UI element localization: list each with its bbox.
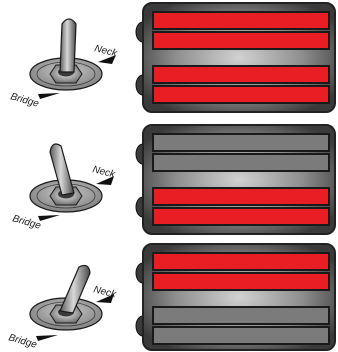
bridge-pickup-coil-bottom bbox=[152, 85, 330, 104]
switch-lever bbox=[49, 143, 75, 196]
neck-arrow-icon bbox=[98, 55, 116, 64]
neck-label: Neck bbox=[91, 164, 117, 180]
pickup-frame bbox=[135, 124, 336, 235]
bridge-pickup-coil-bottom bbox=[152, 326, 330, 345]
neck-label: Neck bbox=[93, 43, 119, 59]
panel-1: Neck Bridge bbox=[9, 2, 336, 113]
neck-pickup-coil-bottom bbox=[152, 31, 330, 50]
pickup-frame bbox=[135, 243, 336, 351]
bridge-label: Bridge bbox=[11, 213, 42, 232]
switch-lever bbox=[59, 18, 77, 73]
neck-arrow-icon bbox=[96, 294, 114, 303]
neck-pickup-coil-bottom bbox=[152, 272, 330, 291]
bridge-arrow-icon bbox=[38, 93, 60, 99]
panel-3: Neck Bridge bbox=[7, 243, 336, 351]
bridge-pickup-coil-bottom bbox=[152, 207, 330, 226]
neck-pickup-coil-top bbox=[152, 252, 330, 271]
bridge-arrow-icon bbox=[36, 335, 58, 341]
toggle-switch: Neck Bridge bbox=[11, 143, 117, 232]
panel-2: Neck Bridge bbox=[11, 124, 336, 235]
neck-pickup-coil-top bbox=[152, 133, 330, 152]
pickup-frame bbox=[135, 2, 336, 113]
neck-pickup-coil-bottom bbox=[152, 153, 330, 172]
bridge-pickup-coil-top bbox=[152, 65, 330, 84]
bridge-label: Bridge bbox=[9, 91, 40, 110]
bridge-arrow-icon bbox=[38, 215, 60, 221]
bridge-label: Bridge bbox=[7, 332, 38, 351]
neck-pickup-coil-top bbox=[152, 11, 330, 30]
bridge-pickup-coil-top bbox=[152, 306, 330, 325]
neck-arrow-icon bbox=[96, 176, 114, 185]
switch-lever bbox=[59, 264, 91, 314]
toggle-switch: Neck Bridge bbox=[9, 18, 119, 110]
toggle-switch: Neck Bridge bbox=[7, 264, 118, 351]
bridge-pickup-coil-top bbox=[152, 187, 330, 206]
